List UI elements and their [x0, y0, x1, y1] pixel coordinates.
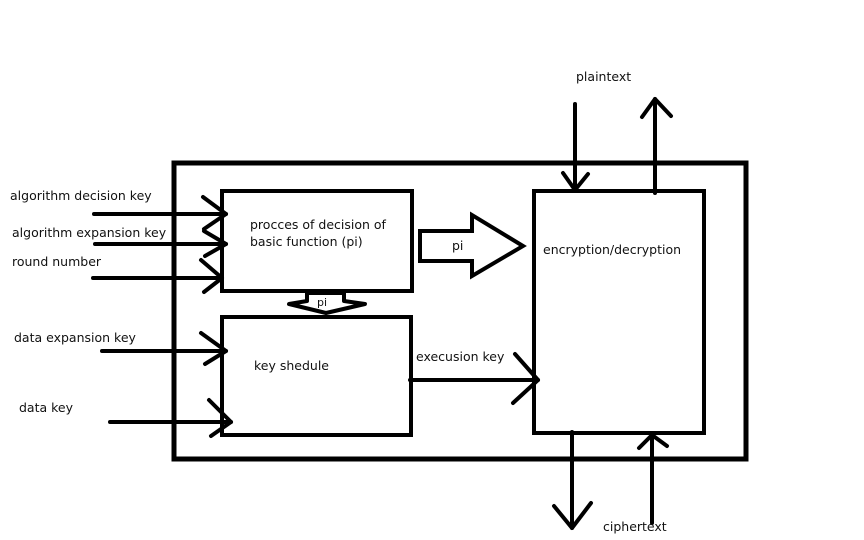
input-label-data-expansion-key: data expansion key: [14, 330, 137, 345]
input-label-algorithm-expansion-key: algorithm expansion key: [12, 225, 167, 240]
key-schedule-label: key shedule: [254, 358, 329, 373]
block-arrow-pi-to-key-schedule: pi: [287, 291, 367, 315]
input-label-data-key: data key: [19, 400, 74, 415]
arrow-algorithm-decision-key: [92, 195, 228, 231]
arrow-data-expansion-key: [100, 331, 228, 366]
input-label-round-number: round number: [12, 254, 102, 269]
ciphertext-label: ciphertext: [603, 519, 667, 534]
decision-block-label-line1: procces of decision of: [250, 217, 387, 232]
arrow-ciphertext-out: [552, 430, 593, 530]
plaintext-label: plaintext: [576, 69, 631, 84]
arrow-data-key: [108, 398, 233, 438]
block-arrow-pi-to-cipher: pi: [418, 211, 527, 280]
arrow-plaintext-out: [640, 97, 673, 195]
execution-key-label: execusion key: [416, 349, 505, 364]
input-label-algorithm-decision-key: algorithm decision key: [10, 188, 152, 203]
arrow-plaintext-in: [561, 102, 590, 192]
decision-block-label-line2: basic function (pi): [250, 234, 363, 249]
arrow-algorithm-expansion-key: [93, 229, 228, 258]
system-boundary-frame: [171, 160, 749, 462]
cipher-block: [532, 189, 706, 435]
pi-to-cipher-label: pi: [452, 238, 463, 253]
pi-to-key-schedule-label: pi: [317, 296, 327, 309]
arrow-round-number: [91, 258, 224, 294]
arrow-ciphertext-in: [637, 433, 669, 525]
arrow-execution-key: execusion key: [408, 349, 540, 405]
key-schedule-block: [220, 315, 413, 437]
cipher-block-label: encryption/decryption: [543, 242, 681, 257]
